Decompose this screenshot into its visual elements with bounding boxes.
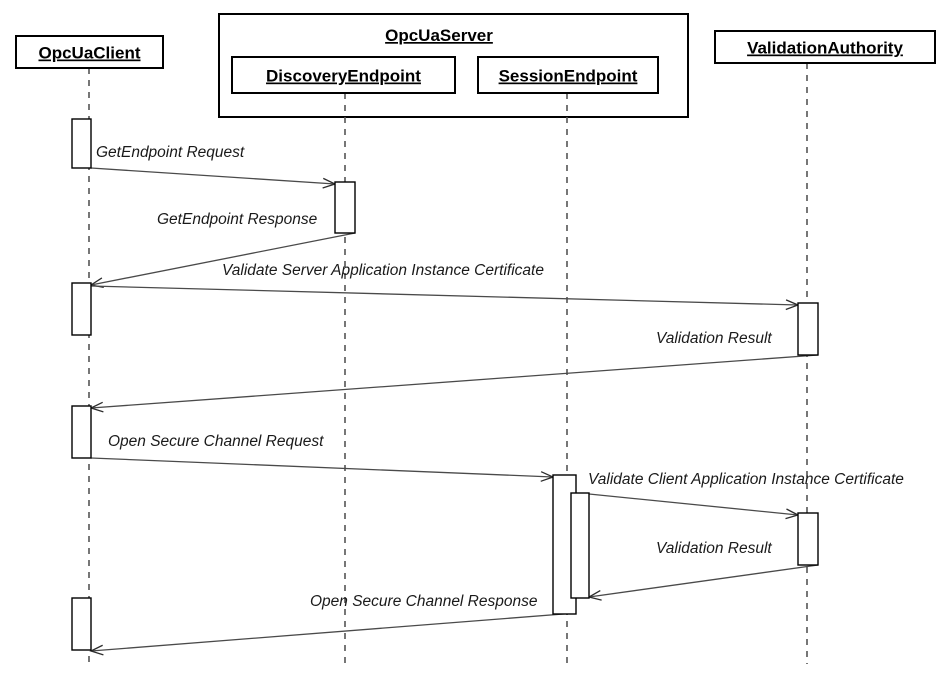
message-label-msg-2: GetEndpoint Response [157,211,318,228]
message-arrowhead-msg-8 [89,644,104,656]
message-line-msg-6 [588,493,799,516]
participant-validationauthority[interactable]: ValidationAuthority [714,30,936,64]
message-line-msg-2 [90,232,356,286]
activation-bar-act-client-1 [71,118,92,169]
group-label-opcuaserver: OpcUaServer [385,26,493,45]
message-msg-3: Validate Server Application Instance Cer… [90,262,800,311]
group-frames-layer: OpcUaServer [218,13,689,118]
activation-bar-act-sess-2 [570,492,590,599]
participant-sessionendpoint[interactable]: SessionEndpoint [477,56,659,94]
message-line-msg-1 [90,167,336,185]
participant-opcuaclient[interactable]: OpcUaClient [15,35,164,69]
participant-box-sessionendpoint[interactable] [477,56,659,94]
activation-bar-act-disc-1 [334,181,356,234]
activation-bar-act-client-2 [71,282,92,336]
message-msg-8: Open Secure Channel Response [89,593,577,656]
participant-discoveryendpoint[interactable]: DiscoveryEndpoint [231,56,456,94]
participant-label-sessionendpoint: SessionEndpoint [499,67,638,86]
message-label-msg-5: Open Secure Channel Request [108,433,324,450]
participant-label-opcuaclient: OpcUaClient [38,44,140,63]
message-msg-6: Validate Client Application Instance Cer… [588,471,904,520]
participant-box-opcuaclient[interactable] [15,35,164,69]
activation-bar-act-va-2 [797,512,819,566]
activation-bar-act-va-1 [797,302,819,356]
group-box-opcuaserver [218,13,689,118]
message-line-msg-8 [90,612,577,652]
message-line-msg-3 [90,285,799,306]
participant-box-validationauthority[interactable] [714,30,936,64]
message-msg-4: Validation Result [89,330,819,413]
message-msg-7: Validation Result [587,540,819,601]
participant-label-validationauthority: ValidationAuthority [747,39,903,58]
participant-box-discoveryendpoint[interactable] [231,56,456,94]
message-label-msg-7: Validation Result [656,540,772,557]
message-line-msg-4 [90,354,819,409]
group-frame-opcuaserver: OpcUaServer [218,13,689,118]
message-msg-1: GetEndpoint Request [90,144,337,189]
message-label-msg-3: Validate Server Application Instance Cer… [222,262,544,279]
message-msg-5: Open Secure Channel Request [90,433,555,482]
activation-bar-act-client-4 [71,597,92,651]
activation-bars-layer [71,118,819,651]
message-label-msg-1: GetEndpoint Request [96,144,245,161]
activation-bar-act-client-3 [71,405,92,459]
message-label-msg-8: Open Secure Channel Response [310,593,538,610]
participant-label-discoveryendpoint: DiscoveryEndpoint [266,67,421,86]
message-label-msg-4: Validation Result [656,330,772,347]
message-label-msg-6: Validate Client Application Instance Cer… [588,471,904,488]
message-line-msg-7 [588,564,819,598]
message-line-msg-5 [90,457,554,478]
